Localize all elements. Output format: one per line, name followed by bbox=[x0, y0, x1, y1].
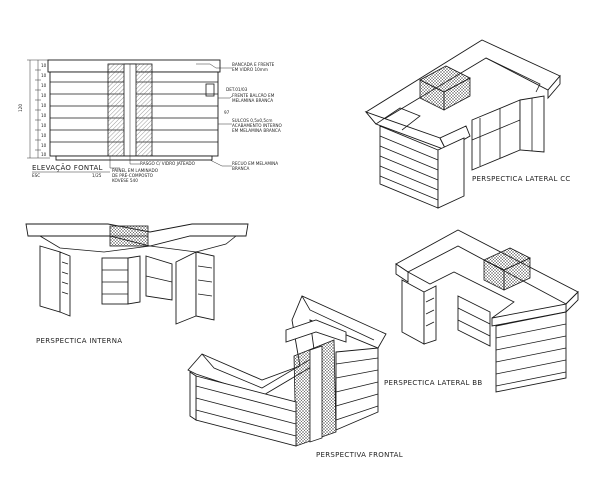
note-detail-tag: DET.01/03 bbox=[226, 87, 248, 92]
seg-dim-5: 10 bbox=[41, 113, 47, 118]
note-panel-2: DE PRÉ-COMPOSTO bbox=[112, 173, 154, 178]
note-panel-1: PAINEL EM LAMINADO bbox=[112, 168, 159, 173]
elevation-side-dim: 97 bbox=[224, 110, 230, 115]
elevation-segment-ticks bbox=[35, 69, 41, 151]
caption-lateral-bb: PERSPECTICA LATERAL BB bbox=[384, 379, 482, 387]
caption-frontal: PERSPECTIVA FRONTAL bbox=[316, 451, 403, 459]
elevation-height-dim: 120 bbox=[18, 104, 23, 112]
note-recess-1: RECUO EM MELAMINA bbox=[232, 161, 278, 166]
seg-dim-7: 10 bbox=[41, 133, 47, 138]
note-glass-slot: RASGO C/ VIDRO JATEADO bbox=[140, 161, 196, 166]
elevation-scale-value: 1/25 bbox=[92, 173, 102, 178]
note-recess-2: BRANCA bbox=[232, 166, 250, 171]
note-grooves-1: SULCOS 0,5x0,5cm bbox=[232, 118, 272, 123]
note-front-2: MELAMINA BRANCA bbox=[232, 98, 273, 103]
note-countertop-1: BANCADA E FRENTE bbox=[232, 62, 275, 67]
elevation-base bbox=[55, 155, 213, 161]
note-countertop-2: EM VIDRO 10mm bbox=[232, 67, 268, 72]
seg-dim-9: 10 bbox=[41, 152, 47, 157]
seg-dim-2: 10 bbox=[41, 83, 47, 88]
perspective-lateral-bb: PERSPECTICA LATERAL BB bbox=[384, 229, 579, 393]
perspective-interna: PERSPECTICA INTERNA bbox=[25, 223, 249, 345]
perspective-frontal: PERSPECTIVA FRONTAL bbox=[187, 295, 403, 459]
seg-dim-0: 10 bbox=[41, 63, 47, 68]
caption-interna: PERSPECTICA INTERNA bbox=[36, 337, 122, 345]
note-grooves-3: EM MELAMINA BRANCA bbox=[232, 128, 281, 133]
seg-dim-1: 10 bbox=[41, 73, 47, 78]
note-panel-3: KOVESE 540 bbox=[112, 178, 138, 183]
seg-dim-3: 10 bbox=[41, 93, 47, 98]
caption-lateral-cc: PERSPECTICA LATERAL CC bbox=[472, 175, 571, 183]
seg-dim-6: 10 bbox=[41, 123, 47, 128]
elevation-title: ELEVAÇÃO FONTAL bbox=[32, 163, 103, 172]
elevation-scale-prefix: ESC bbox=[32, 173, 40, 178]
seg-dim-8: 10 bbox=[41, 143, 47, 148]
note-front-1: FRENTE BALCÃO EM bbox=[232, 93, 275, 98]
elevation-view: 120 10 10 10 10 10 10 10 10 10 10 bbox=[18, 59, 283, 183]
perspective-lateral-cc: PERSPECTICA LATERAL CC bbox=[364, 39, 571, 209]
seg-dim-4: 10 bbox=[41, 103, 47, 108]
note-grooves-2: ACABAMENTO INTERNO bbox=[232, 123, 283, 128]
